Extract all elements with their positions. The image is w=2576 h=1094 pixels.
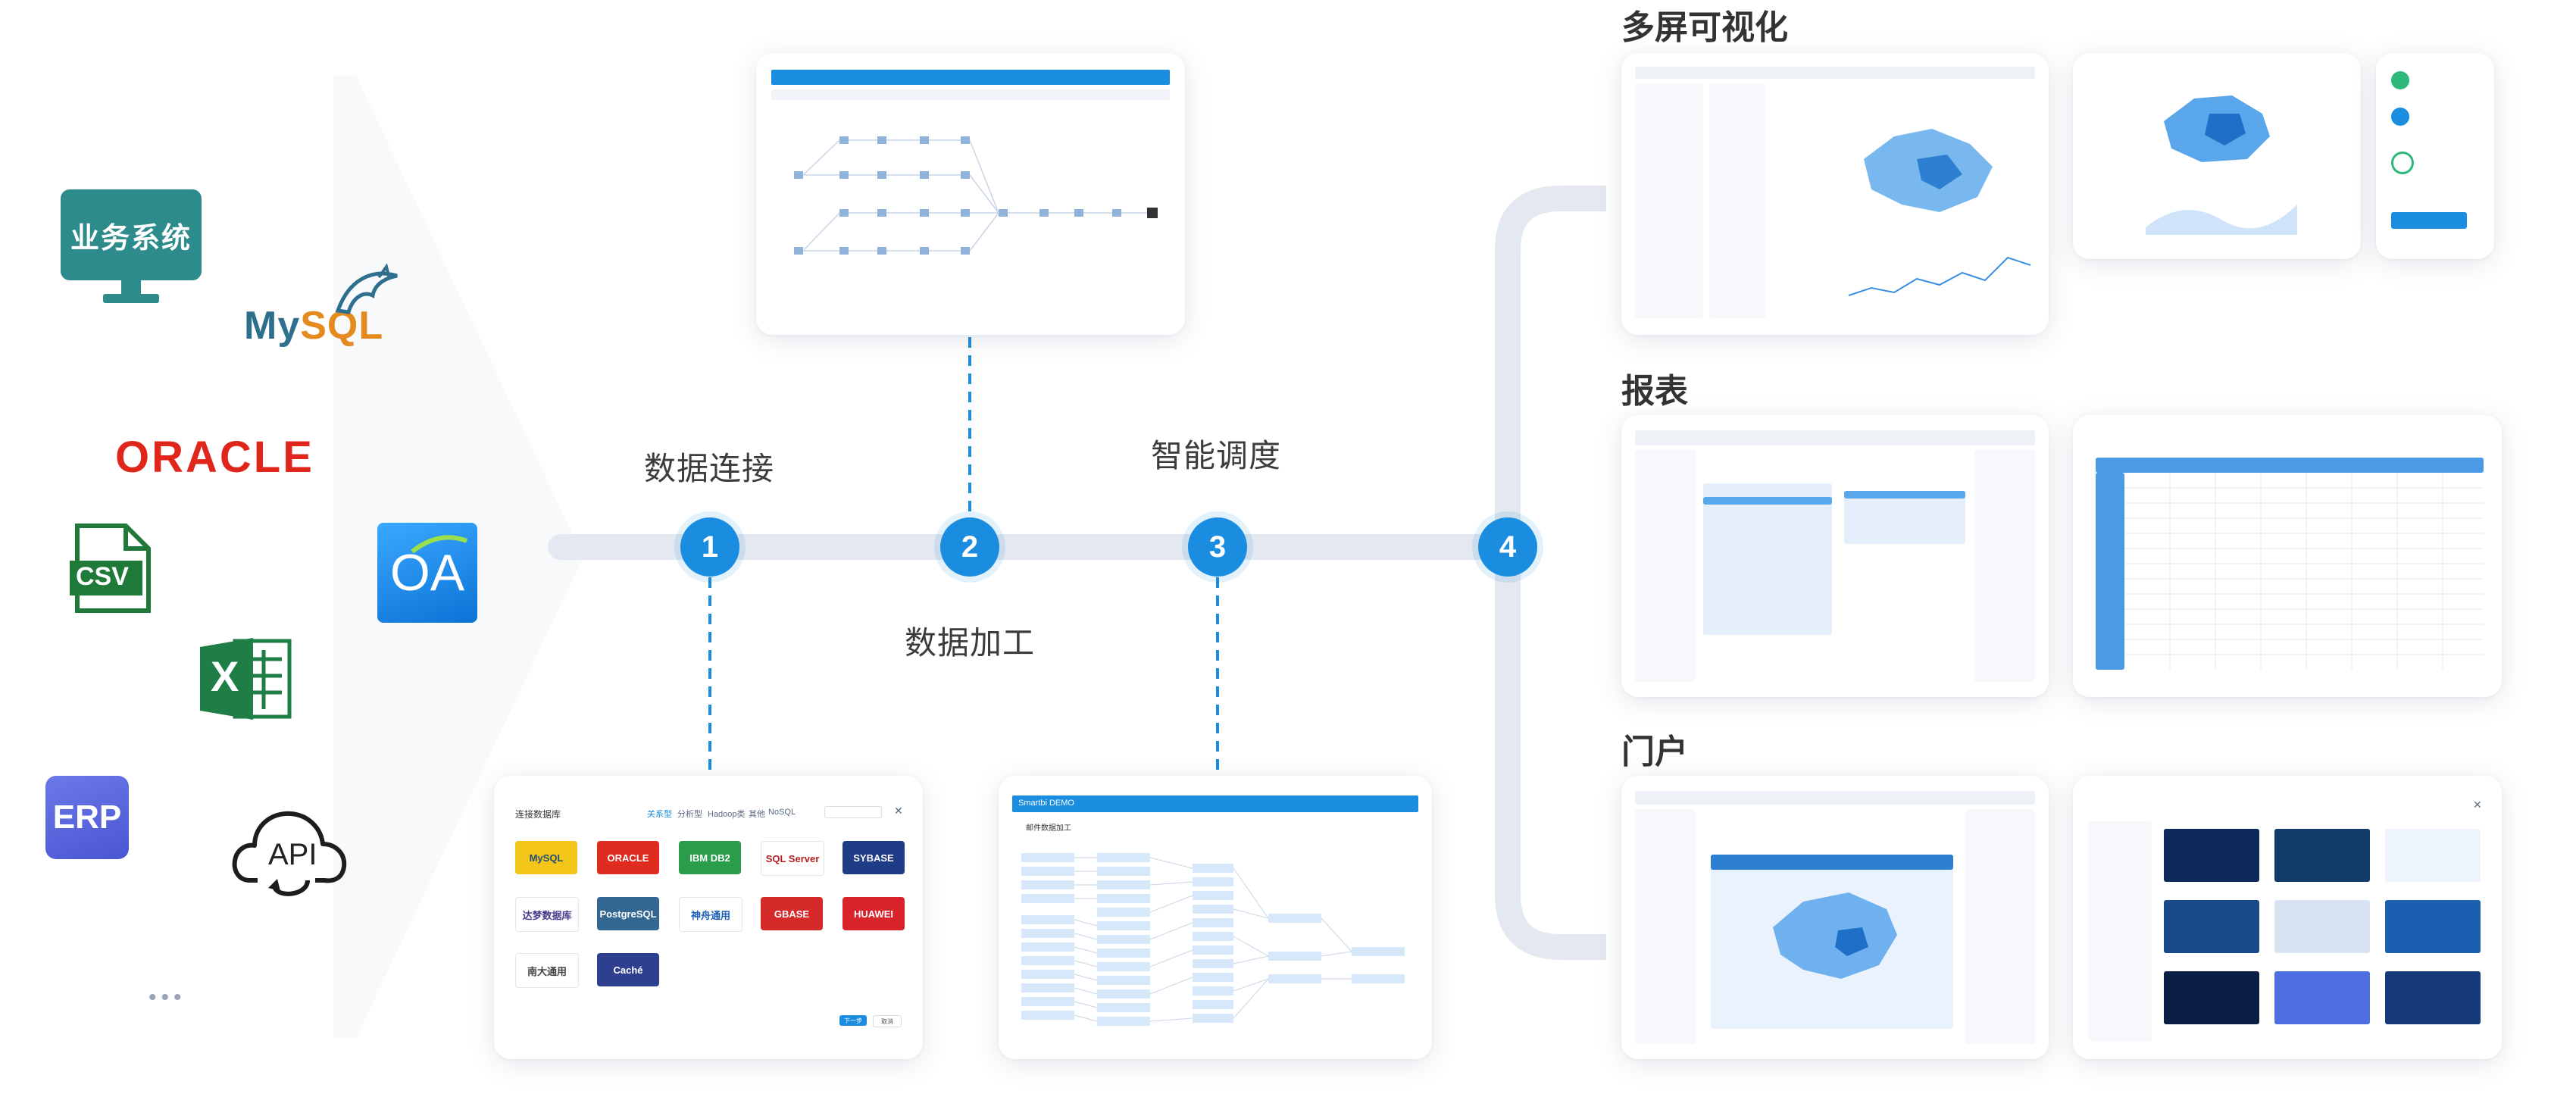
connect-tab-1[interactable]: 分析型 (677, 810, 702, 819)
dolphin-icon (335, 263, 398, 314)
template-thumb-6[interactable] (2385, 900, 2481, 953)
brand-sybase[interactable]: SYBASE (843, 841, 905, 874)
api-cloud-icon: API (232, 805, 347, 903)
step-label-schedule: 智能调度 (1151, 438, 1282, 474)
erp-logo: ERP (45, 776, 129, 859)
etl-title: 邮件数据加工 (1026, 824, 1071, 833)
connect-tab-2[interactable]: Hadoop类 (708, 810, 746, 819)
step-node-1: 1 (680, 517, 739, 577)
brand-dameng[interactable]: 达梦数据库 (515, 897, 579, 932)
brand-nanda[interactable]: 南大通用 (515, 953, 579, 988)
connect-tab-4[interactable]: NoSQL (768, 808, 796, 817)
template-thumb-7[interactable] (2164, 971, 2259, 1024)
brand-oracle[interactable]: ORACLE (597, 841, 659, 874)
excel-x: X (211, 652, 239, 700)
brand-huawei[interactable]: HUAWEI (843, 897, 905, 930)
section-title-portal: 门户 (1621, 733, 1688, 770)
csv-file-icon: CSV (70, 523, 153, 614)
brand-mysql[interactable]: MySQL (515, 841, 577, 874)
brand-shenzhou[interactable]: 神舟通用 (679, 897, 742, 932)
report-table-grid (2124, 473, 2484, 670)
template-thumb-5[interactable] (2274, 900, 2370, 953)
brand-sqlserver[interactable]: SQL Server (761, 841, 824, 876)
etl-card: Smartbi DEMO 邮件数据加工 (999, 776, 1432, 1059)
report-table-card (2073, 415, 2502, 697)
step-label-process: 数据加工 (905, 625, 1036, 661)
report-editor-card (1621, 415, 2049, 697)
close-icon[interactable]: ✕ (2473, 799, 2482, 811)
template-thumb-4[interactable] (2164, 900, 2259, 953)
template-thumb-8[interactable] (2274, 971, 2370, 1024)
portal-template-card: ✕ (2073, 776, 2502, 1059)
monitor-stand-icon (103, 279, 159, 303)
section-title-visual: 多屏可视化 (1621, 9, 1788, 46)
brand-gbase[interactable]: GBASE (761, 897, 823, 930)
visual-screen-map (2164, 95, 2270, 162)
step-label-connect: 数据连接 (644, 451, 775, 486)
csv-label: CSV (76, 562, 129, 591)
visual-mobile-card (2376, 53, 2494, 259)
connect-db-card: 连接数据库 关系型 分析型 Hadoop类 其他 NoSQL ✕ MySQL O… (494, 776, 923, 1059)
schedule-topbar (771, 70, 1170, 85)
template-thumb-2[interactable] (2274, 829, 2370, 882)
schedule-flow-graph (794, 136, 1158, 255)
close-icon[interactable]: ✕ (894, 805, 903, 817)
business-system-logo: 业务系统 (61, 189, 202, 280)
visual-screen-card (2073, 53, 2361, 259)
etl-topbar (1012, 795, 1418, 812)
more-sources: ••• (148, 985, 186, 1010)
visual-dashboard-card (1621, 53, 2049, 335)
oa-swoosh-icon (411, 535, 468, 554)
oracle-logo: ORACLE (115, 433, 314, 482)
connect-dialog-title: 连接数据库 (515, 809, 561, 820)
template-thumb-3[interactable] (2385, 829, 2481, 882)
connect-tab-3[interactable]: 其他 (749, 810, 765, 819)
connect-search[interactable] (824, 806, 882, 818)
template-thumb-9[interactable] (2385, 971, 2481, 1024)
brand-db2[interactable]: IBM DB2 (679, 841, 741, 874)
brand-postgresql[interactable]: PostgreSQL (597, 897, 659, 930)
connect-tab-0[interactable]: 关系型 (647, 810, 672, 819)
schedule-card (756, 53, 1185, 335)
brand-cache[interactable]: Caché (597, 953, 659, 986)
step-node-4: 4 (1478, 517, 1537, 577)
template-thumb-1[interactable] (2164, 829, 2259, 882)
portal-editor-card (1621, 776, 2049, 1059)
section-title-report: 报表 (1621, 373, 1688, 410)
visual-map (1864, 129, 1993, 212)
excel-icon: X (199, 636, 292, 721)
api-label: API (268, 838, 317, 871)
step-node-2: 2 (940, 517, 999, 577)
etl-flow-graph (1021, 853, 1405, 1026)
step-node-3: 3 (1188, 517, 1247, 577)
etl-brand: Smartbi DEMO (1018, 799, 1074, 808)
connect-cancel-button[interactable]: 取消 (873, 1015, 902, 1027)
connect-next-button[interactable]: 下一步 (839, 1015, 867, 1026)
visual-line-chart (1848, 256, 2031, 296)
portal-china-map (1773, 892, 1897, 979)
